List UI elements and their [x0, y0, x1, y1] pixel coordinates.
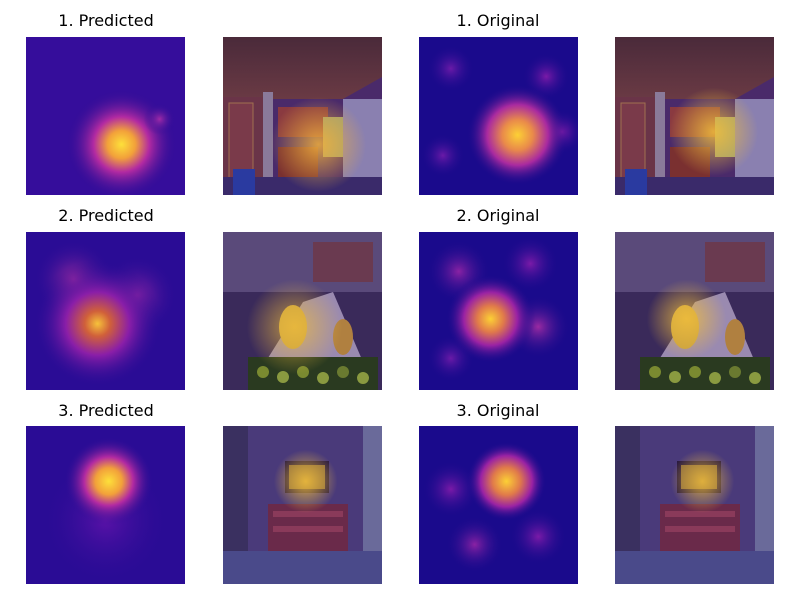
overlay-image-2-original	[615, 232, 774, 390]
title-row2-original: 2. Original	[456, 206, 540, 225]
heatmap-predicted-3	[26, 426, 185, 584]
heatmap-predicted-2	[26, 232, 185, 390]
overlay-image-3-original	[615, 426, 774, 584]
title-row3-predicted: 3. Predicted	[58, 401, 154, 420]
overlay-image-1-predicted	[223, 37, 382, 195]
title-row1-original: 1. Original	[456, 11, 540, 30]
title-row2-predicted: 2. Predicted	[58, 206, 154, 225]
overlay-image-2-predicted	[223, 232, 382, 390]
title-row3-original: 3. Original	[456, 401, 540, 420]
heatmap-predicted-1	[26, 37, 185, 195]
overlay-image-1-original	[615, 37, 774, 195]
heatmap-original-2	[419, 232, 578, 390]
heatmap-original-1	[419, 37, 578, 195]
title-row1-predicted: 1. Predicted	[58, 11, 154, 30]
overlay-image-3-predicted	[223, 426, 382, 584]
heatmap-original-3	[419, 426, 578, 584]
